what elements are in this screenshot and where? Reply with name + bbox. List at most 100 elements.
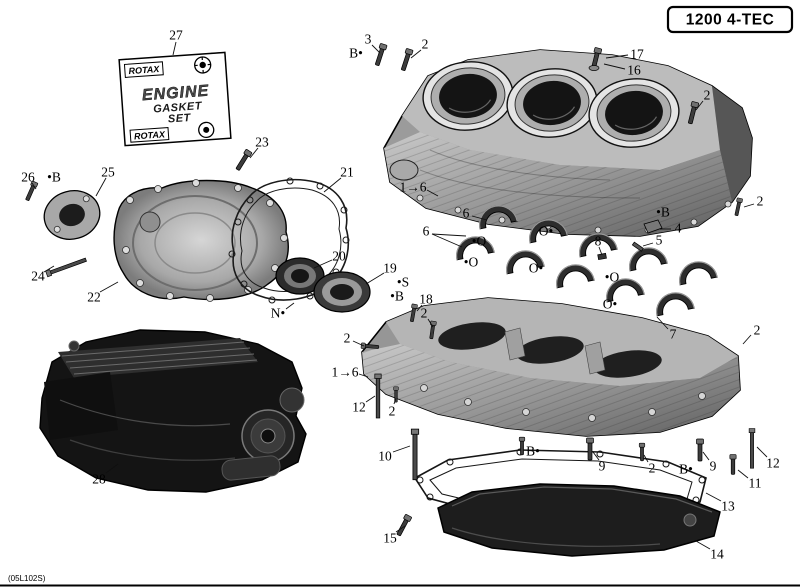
leader-line (416, 304, 423, 312)
callout-6: 6 (423, 224, 430, 239)
callout-16: 16 (627, 63, 641, 78)
leader-line (695, 100, 704, 111)
leader-line (603, 63, 626, 70)
callout-O: O• (529, 261, 543, 276)
callout-22: 22 (87, 290, 101, 305)
callout-2: 2 (421, 306, 428, 321)
leader-line (249, 147, 259, 159)
callout-27: 27 (169, 28, 183, 43)
callout-20: 20 (332, 249, 346, 264)
leader-line (705, 492, 722, 502)
leader-line (695, 540, 711, 550)
leader-line (105, 463, 119, 474)
callout-28: 28 (92, 472, 106, 487)
callout-15: 15 (383, 531, 397, 546)
leader-line (605, 54, 629, 59)
callout-O: •O (472, 234, 487, 249)
callout-12: 12 (352, 400, 366, 415)
callout-4: 4 (675, 221, 682, 236)
model-badge-label: 1200 4-TEC (686, 12, 775, 29)
callout-21: 21 (340, 165, 354, 180)
callout-N: N• (271, 306, 285, 321)
callout-3: 3 (365, 32, 372, 47)
callout-11: 11 (749, 476, 762, 491)
callout-10: 10 (378, 449, 392, 464)
leader-line (285, 302, 295, 310)
leader-line (365, 272, 385, 285)
callout-O: O• (539, 224, 553, 239)
callout-9: 9 (599, 459, 606, 474)
callout-5: 5 (656, 233, 663, 248)
callout-19: 19 (383, 261, 397, 276)
rotax-wordmark-top: ROTAX (128, 64, 160, 76)
leader-line (756, 446, 768, 458)
idler-pulley (279, 387, 305, 413)
drain-plug (683, 513, 697, 527)
case-bolt-holes (420, 384, 706, 422)
callout-25: 25 (101, 165, 115, 180)
callout-2: 2 (422, 37, 429, 52)
callout-B: •B (390, 289, 404, 304)
callout-B: B• (679, 462, 693, 477)
gasket-kit-box: ROTAX ENGINE GASKET SET ROTAX (118, 51, 232, 147)
callout-14: 14 (710, 547, 724, 562)
leader-line (313, 259, 333, 269)
bearing-saddle (438, 322, 506, 350)
leader-line (352, 340, 365, 347)
callout-2: 2 (704, 88, 711, 103)
cylinder-block (383, 49, 753, 237)
leader-line (656, 316, 669, 330)
rotax-wordmark-bottom: ROTAX (134, 129, 166, 141)
callout-17: 17 (630, 47, 644, 62)
callout-O: •O (464, 255, 479, 270)
oil-pump-flange (43, 190, 101, 240)
leader-line (392, 445, 411, 453)
callout-12: 12 (766, 456, 780, 471)
dowel-pin (631, 241, 644, 252)
kit-title-engine: ENGINE (141, 83, 210, 105)
callout-B: B• (349, 46, 363, 61)
callout-16: 1→6 (332, 365, 359, 380)
cover-bolt-holes (122, 179, 288, 302)
fasteners (23, 42, 756, 538)
leader-line (323, 177, 342, 193)
leader-line (410, 49, 422, 59)
callout-B: B• (526, 444, 540, 459)
water-pump-boss (389, 159, 419, 181)
callout-16: 1→6 (400, 180, 427, 195)
leader-line (395, 525, 406, 533)
rotax-logo-icon (198, 121, 215, 139)
drawing-code: (05L102S) (8, 574, 46, 583)
leader-line (743, 203, 755, 208)
leader-line (371, 44, 381, 54)
callout-B: •B (656, 205, 670, 220)
callout-9: 9 (710, 459, 717, 474)
callout-O: •O (605, 270, 620, 285)
leader-line (598, 246, 603, 256)
leader-line (471, 215, 488, 221)
callout-2: 2 (649, 461, 656, 476)
callout-O: O• (603, 297, 617, 312)
leader-line (642, 242, 654, 247)
washer (588, 65, 600, 71)
leader-line (426, 189, 439, 197)
callout-2: 2 (757, 194, 764, 209)
leader-line (31, 182, 37, 190)
crankshaft-seal (275, 257, 325, 295)
leader-line (742, 334, 752, 345)
leader-line (643, 454, 649, 463)
intake-housing (44, 372, 118, 440)
crankcase-lower-half (361, 297, 741, 437)
leader-line (737, 469, 749, 479)
callout-6: 6 (463, 206, 470, 221)
leader-line (99, 281, 119, 293)
oil-pan (437, 483, 721, 557)
valve-cover (58, 338, 258, 378)
callout-26: 26 (21, 170, 35, 185)
callout-13: 13 (721, 499, 735, 514)
callout-24: 24 (31, 269, 45, 284)
gasket-bolt-holes (228, 177, 350, 304)
leader-line (365, 395, 376, 403)
